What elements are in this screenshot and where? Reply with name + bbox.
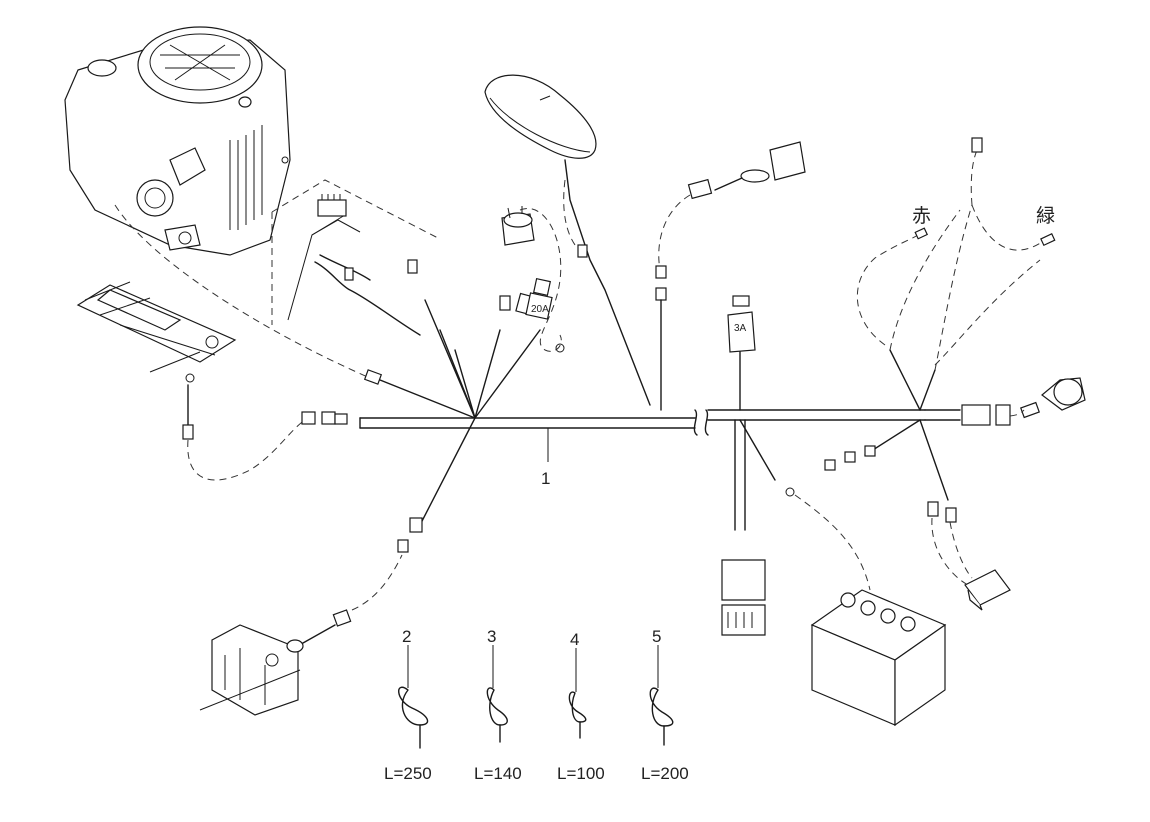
red-green-wires — [856, 137, 1056, 371]
callout-4: 4 — [570, 630, 579, 649]
headlight-housing — [484, 74, 597, 159]
callout-3: 3 — [487, 627, 496, 646]
key-switch-dashed-line — [1009, 409, 1025, 417]
connector-inset-box — [271, 179, 439, 336]
callout-5: 5 — [652, 627, 661, 646]
seat-switch-dashed-line — [187, 419, 306, 481]
length-label-200: L=200 — [641, 764, 689, 783]
fuse-3a-label: 3A — [734, 323, 747, 334]
battery-dashed-line — [794, 494, 871, 591]
lower-branch-box — [721, 419, 766, 636]
length-label-140: L=140 — [474, 764, 522, 783]
headlight-dashed-line — [563, 179, 586, 256]
starter-relay — [501, 206, 535, 246]
fuse-20a-label: 20A — [531, 304, 549, 315]
wire-color-green-label: 緑 — [1036, 205, 1055, 227]
length-label-100: L=100 — [557, 764, 605, 783]
brake-switch-bracket — [199, 609, 352, 716]
cable-tie-100 — [568, 691, 587, 739]
main-harness-trunk — [359, 409, 961, 462]
engine-illustration — [64, 26, 291, 256]
wire-color-red-label: 赤 — [912, 205, 931, 227]
fuse-holder-3a: 3A — [727, 295, 756, 411]
cable-tie-200 — [649, 687, 674, 746]
callout-2: 2 — [402, 627, 411, 646]
brake-switch-dashed-line — [351, 554, 403, 611]
fuel-sensor-dashed-line — [658, 194, 691, 271]
cable-tie-140 — [486, 687, 508, 743]
headlight-wire — [564, 159, 651, 406]
left-branches — [363, 292, 541, 553]
callout-1: 1 — [541, 469, 550, 488]
key-switch — [1020, 377, 1086, 419]
battery — [810, 589, 947, 727]
cable-tie-250 — [398, 686, 429, 749]
right-branches — [824, 349, 949, 501]
fuse-holder-20a: 20A — [525, 277, 553, 320]
seat-switch-bracket — [76, 281, 237, 440]
trunk-end-connector — [301, 411, 348, 425]
engine-ground-dashed-line — [114, 204, 371, 379]
length-label-250: L=250 — [384, 764, 432, 783]
key-switch-connector — [961, 404, 1011, 426]
fuel-sensor — [687, 141, 806, 200]
pto-switch-dashed-line — [931, 517, 973, 586]
pto-switch — [927, 501, 1011, 611]
